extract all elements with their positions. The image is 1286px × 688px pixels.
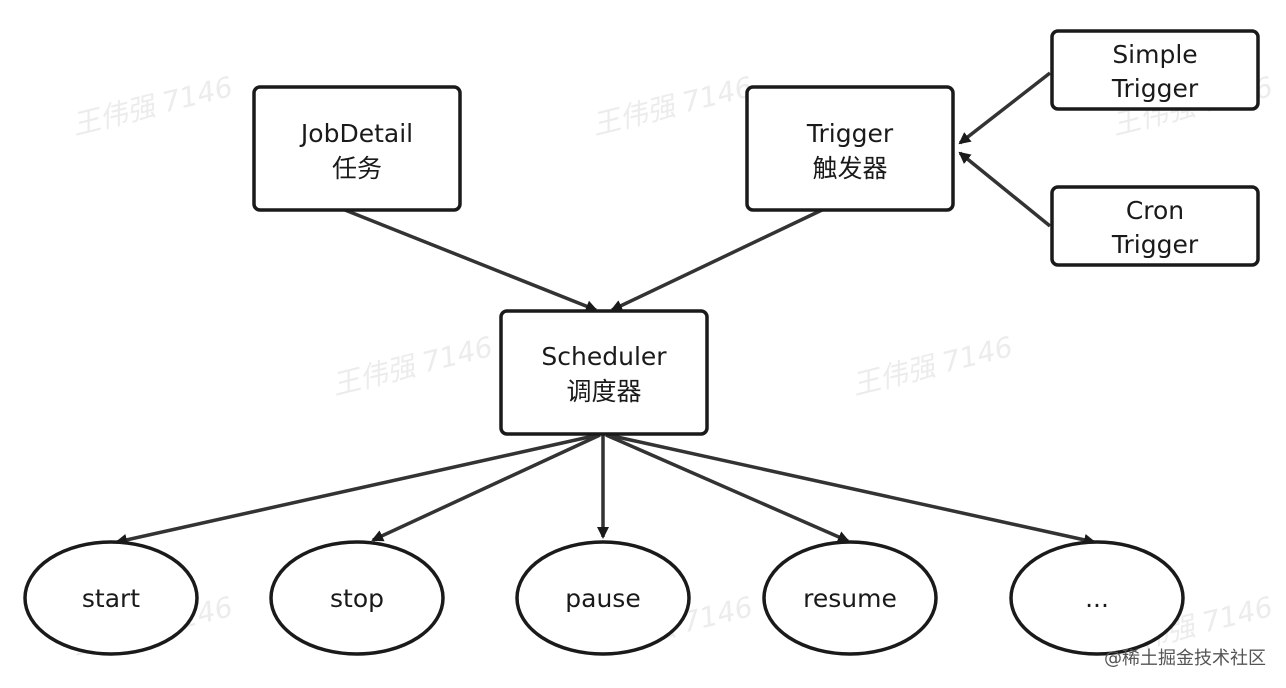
pause-label: pause [565, 584, 640, 613]
edge-jobdetail-to-scheduler [344, 208, 598, 312]
cron-trigger-node[interactable] [1050, 185, 1260, 267]
scheduler-title: Scheduler [541, 342, 667, 371]
watermark: 王伟强 7146 [329, 330, 496, 402]
resume-node[interactable] [762, 540, 938, 656]
trigger-title: Trigger [806, 119, 894, 148]
pause-node[interactable] [515, 540, 691, 656]
watermark: 王伟强 7146 [69, 70, 236, 142]
simple-trigger-line2: Trigger [1111, 74, 1199, 103]
edge-simple-to-trigger [958, 71, 1052, 145]
start-label: start [82, 584, 140, 613]
ellipse-nodes [23, 540, 1185, 656]
edge-scheduler-to-more [607, 433, 1096, 546]
box-nodes [252, 29, 1260, 436]
simple-trigger-node[interactable] [1050, 29, 1260, 111]
node-labels: JobDetail 任务 Trigger 触发器 Simple Trigger … [82, 40, 1199, 613]
resume-label: resume [803, 584, 897, 613]
start-node[interactable] [23, 540, 199, 656]
trigger-subtitle: 触发器 [812, 154, 887, 183]
more-node[interactable] [1009, 540, 1185, 656]
watermark: 王伟强 7146 [849, 330, 1016, 402]
edge-scheduler-to-resume [605, 433, 850, 543]
simple-trigger-line1: Simple [1112, 40, 1197, 69]
jobdetail-title: JobDetail [299, 119, 413, 148]
trigger-node[interactable] [745, 85, 955, 212]
source-credit: @稀土掘金技术社区 [1104, 648, 1266, 669]
stop-node[interactable] [269, 540, 445, 656]
jobdetail-subtitle: 任务 [332, 154, 382, 183]
edge-trigger-to-scheduler [610, 208, 823, 312]
edge-scheduler-to-start [115, 433, 599, 546]
edges [115, 71, 1096, 546]
cron-trigger-line1: Cron [1126, 196, 1184, 225]
cron-trigger-line2: Trigger [1111, 230, 1199, 259]
edge-scheduler-to-stop [371, 433, 601, 542]
scheduler-node[interactable] [499, 309, 709, 436]
stop-label: stop [330, 584, 384, 613]
edge-cron-to-trigger [958, 151, 1052, 228]
more-label: ... [1085, 584, 1109, 613]
jobdetail-node[interactable] [252, 85, 462, 212]
scheduler-subtitle: 调度器 [566, 377, 641, 406]
watermark: 王伟强 7146 [589, 70, 756, 142]
